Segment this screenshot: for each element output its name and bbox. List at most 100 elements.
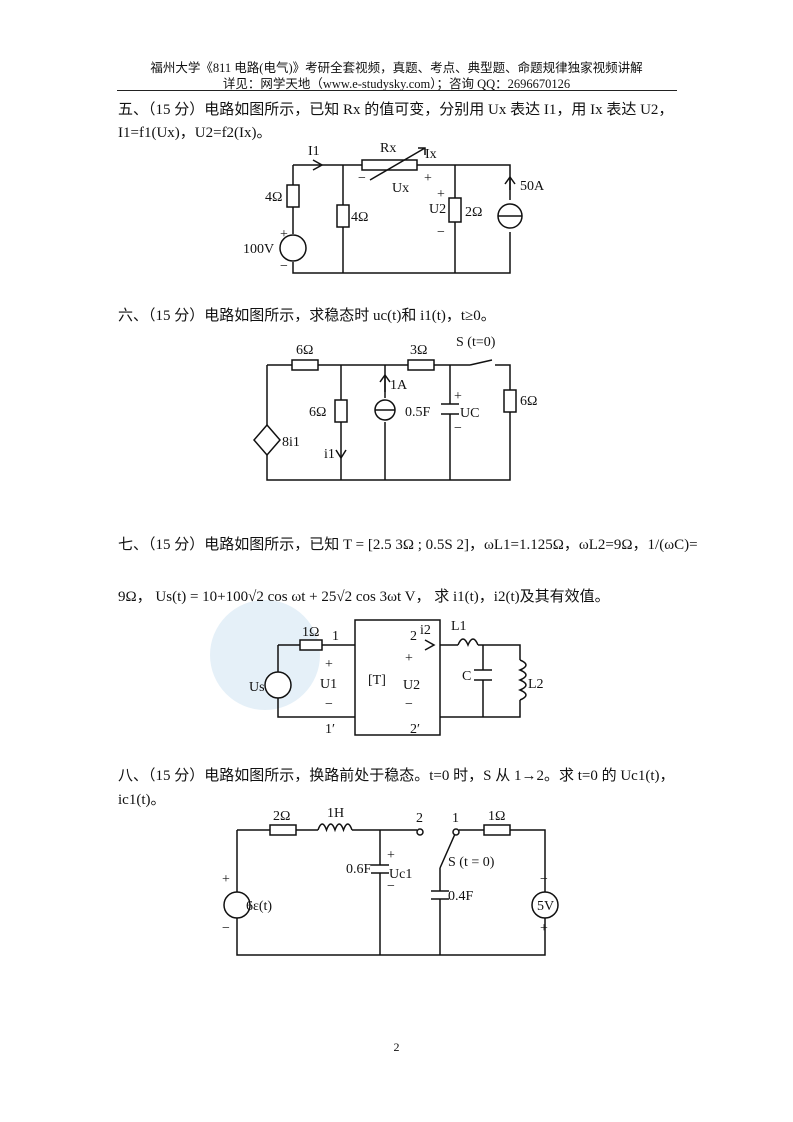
q6-circuit: 6Ω 3Ω S (t=0) 6Ω 1A 0.5F UC +− 6Ω 8i1 i1 <box>253 335 537 481</box>
q8-capacitor-04 <box>431 890 449 900</box>
q7-two-port-box <box>354 619 441 736</box>
header-line-1: 福州大学《811 电路(电气)》考研全套视频，真题、考点、典型题、命题规律独家视… <box>150 61 643 75</box>
q6-resistor-3ohm <box>407 359 435 371</box>
labels-c-label: 0.5F <box>405 405 431 420</box>
q6-text: 六、（15 分）电路如图所示，求稳态时 uc(t)和 i1(t)，t≥0。 <box>118 308 496 324</box>
q8-inductor <box>317 823 353 833</box>
q5-resistor-4ohm-a <box>286 184 300 208</box>
q7-inductor-l2 <box>518 659 527 701</box>
labels-r1-label: 6Ω <box>296 343 313 358</box>
labels-c1-label: 0.6F <box>346 862 372 877</box>
q6-resistor-6ohm <box>291 359 319 371</box>
labels-r2-label: 3Ω <box>410 343 427 358</box>
q7-text-2: 9Ω， Us(t) = 10+100√2 cos ωt + 25√2 cos 3… <box>118 589 610 605</box>
labels-i2-label: i2 <box>420 623 431 638</box>
q5-voltage-source <box>279 234 307 262</box>
header-line-2: 详见：网学天地（www.e-studysky.com）；咨询 QQ：269667… <box>222 77 571 91</box>
labels-c2-label: 0.4F <box>448 889 474 904</box>
labels-uc1-label: Uc1 <box>389 867 412 882</box>
labels-src-label: 6ε(t) <box>246 899 272 914</box>
q7-text-1: 七、（15 分）电路如图所示，已知 T = [2.5 3Ω ; 0.5S 2]，… <box>118 537 698 553</box>
q8-resistor-2ohm <box>269 824 297 836</box>
labels-sw-label: S (t = 0) <box>448 855 495 870</box>
labels-us-label: Us <box>249 680 265 695</box>
watermark-seal <box>210 600 320 710</box>
labels-r1-label: 2Ω <box>273 809 290 824</box>
q5-resistor-4ohm-b <box>336 204 350 228</box>
labels-is-label: 50A <box>520 179 545 194</box>
labels-n1-label: 1 <box>452 811 459 826</box>
q6-resistor-6ohm-b <box>334 399 348 423</box>
q7-circuit: 1Ω 1 1′ Us U1 +− [T] U2 +− 2 2′ i2 L1 C … <box>249 619 544 737</box>
labels-n1-label: 1 <box>332 629 339 644</box>
labels-l2-label: L2 <box>528 677 544 692</box>
svg-text:−: − <box>222 921 230 936</box>
labels-u2-label: U2 <box>403 678 420 693</box>
labels-r3-label: 6Ω <box>309 405 326 420</box>
labels-c-label: C <box>462 669 471 684</box>
labels-n2-label: 2 <box>416 811 423 826</box>
q5-variable-arrow <box>369 147 426 181</box>
q7-inductor-l1 <box>457 638 479 647</box>
labels-u1-label: U1 <box>320 677 337 692</box>
q8-terminal-2 <box>416 828 424 836</box>
labels-is-label: 1A <box>390 378 408 393</box>
svg-text:−: − <box>540 872 548 887</box>
q8-terminal-1 <box>452 828 460 836</box>
labels-r2-label: 1Ω <box>488 809 505 824</box>
labels-r1-label: 4Ω <box>265 190 282 205</box>
q7-resistor-1ohm <box>299 639 323 651</box>
labels-rx-label: Rx <box>380 141 396 156</box>
header-rule <box>117 90 677 91</box>
q8-source-step <box>223 891 251 919</box>
labels-ix-label: Ix <box>425 147 437 162</box>
labels-t-label: [T] <box>368 673 386 688</box>
labels-l-label: 1H <box>327 806 344 821</box>
q7-voltage-source <box>264 671 292 699</box>
svg-text:+: + <box>424 171 432 186</box>
q6-resistor-6ohm-c <box>503 389 517 413</box>
q5-resistor-2ohm <box>448 197 462 223</box>
q5-text-2: I1=f1(Ux)，U2=f2(Ix)。 <box>118 125 272 141</box>
svg-text:−: − <box>325 697 333 712</box>
svg-text:−: − <box>437 225 445 240</box>
labels-i1-label: i1 <box>324 447 335 462</box>
labels-n2p-label: 2′ <box>410 722 420 737</box>
q5-i1-arrow-icon <box>312 159 324 171</box>
q7-capacitor <box>474 669 492 681</box>
q8-source-5v <box>531 891 559 919</box>
labels-n1p-label: 1′ <box>325 722 335 737</box>
labels-u2-label: U2 <box>429 202 446 217</box>
labels-vs-label: 100V <box>243 242 274 257</box>
q6-capacitor <box>441 403 459 415</box>
labels-uc-label: UC <box>460 406 479 421</box>
svg-text:+: + <box>280 227 288 242</box>
q5-resistor-rx <box>361 159 418 171</box>
q6-dependent-source <box>253 423 281 457</box>
labels-sw-label: S (t=0) <box>456 335 496 350</box>
q8-circuit: 2Ω 1H 2 1 1Ω 0.6F Uc1 +− S (t = 0) 0.4F … <box>222 806 559 956</box>
labels-i1-label: I1 <box>308 144 320 159</box>
q8-capacitor-06 <box>371 864 389 874</box>
q8-resistor-1ohm <box>483 824 511 836</box>
svg-text:+: + <box>454 389 462 404</box>
svg-text:+: + <box>222 872 230 887</box>
labels-n2-label: 2 <box>410 629 417 644</box>
svg-text:+: + <box>540 921 548 936</box>
q8-text-1: 八、（15 分）电路如图所示，换路前处于稳态。t=0 时，S 从 1→2。求 t… <box>118 768 675 784</box>
q5-text-1: 五、（15 分）电路如图所示，已知 Rx 的值可变，分别用 Ux 表达 I1，用… <box>118 102 674 118</box>
labels-r2-label: 4Ω <box>351 210 368 225</box>
labels-v-label: 5V <box>537 899 554 914</box>
q8-text-2: ic1(t)。 <box>118 792 166 808</box>
page-number: 2 <box>393 1040 400 1054</box>
svg-text:−: − <box>454 421 462 436</box>
labels-dep-label: 8i1 <box>282 435 300 450</box>
labels-l1-label: L1 <box>451 619 467 634</box>
labels-ux-label: Ux <box>392 181 409 196</box>
svg-text:−: − <box>280 259 288 274</box>
q5-circuit: I1 Rx Ix Ux −+ 4Ω 4Ω U2 +− 2Ω 50A 100V +… <box>243 141 545 274</box>
labels-r3-label: 2Ω <box>465 205 482 220</box>
svg-text:−: − <box>405 697 413 712</box>
svg-text:+: + <box>387 848 395 863</box>
